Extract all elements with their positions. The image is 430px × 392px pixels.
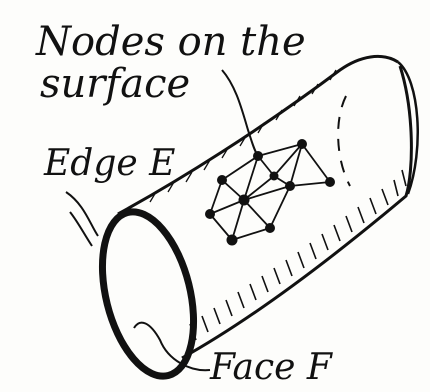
face-pointer-line <box>134 323 210 371</box>
mesh-node <box>270 172 279 181</box>
nodes-label-line1: Nodes on the <box>36 22 306 62</box>
mesh-node <box>217 175 227 185</box>
face-label: Face F <box>210 350 332 386</box>
mesh-node <box>325 177 335 187</box>
edge-label: Edge E <box>44 146 175 182</box>
cylinder-hidden-end-dashed <box>338 96 350 186</box>
mesh-node <box>265 223 275 233</box>
mesh-node <box>297 139 307 149</box>
mesh-node <box>253 151 263 161</box>
mesh-node <box>227 235 238 246</box>
edge-pointer-line <box>66 192 98 246</box>
nodes-pointer-line <box>222 70 258 156</box>
mesh-node <box>239 195 250 206</box>
nodes-label-line2: surface <box>40 64 190 104</box>
cylinder-far-end-arc <box>398 62 418 194</box>
bottom-edge-hatching <box>190 170 406 340</box>
mesh-node <box>205 209 215 219</box>
mesh-node <box>285 181 295 191</box>
front-face-ellipse <box>87 202 209 385</box>
